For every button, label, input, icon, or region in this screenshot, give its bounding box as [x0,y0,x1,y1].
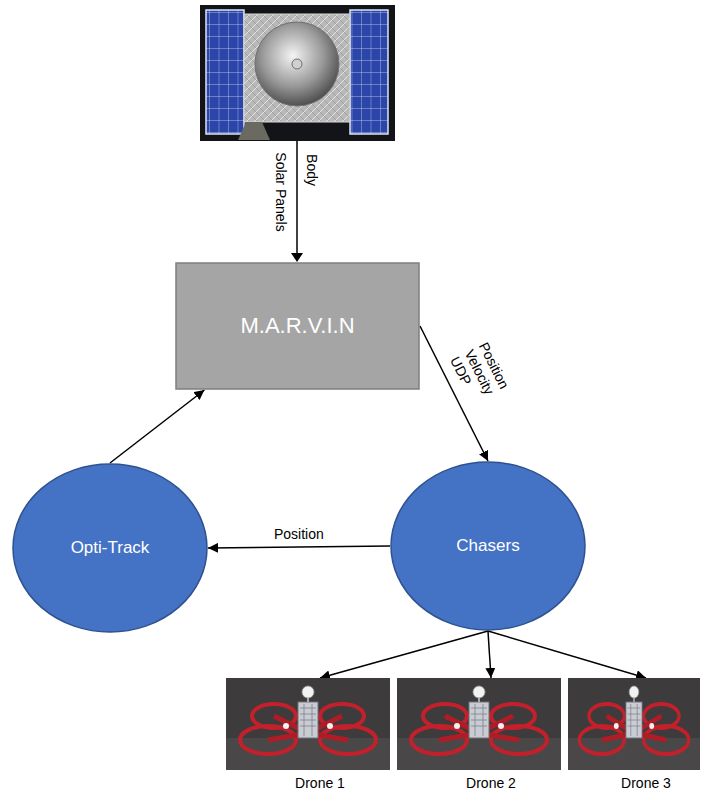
drone-photo: Drone 3 [568,678,715,792]
drone-picture [568,678,700,770]
edge-label: Position [272,525,326,543]
node-label: M.A.R.V.I.N [240,313,354,339]
process-box: M.A.R.V.I.N [175,262,420,390]
drone-photo: Drone 1 [226,678,414,792]
edge-label: Position Velocity UDP [445,337,520,420]
arrow-label: Body [304,153,320,187]
photo-caption: Drone 3 [568,774,715,792]
flow-arrow [488,631,646,678]
system-ellipse: Chasers [390,461,586,631]
drone-picture [397,678,561,770]
node-label: Opti-Track [71,538,150,558]
drone-picture [226,678,390,770]
photo-caption: Drone 2 [397,774,585,792]
photo-caption: Drone 1 [226,774,414,792]
flow-arrow [320,631,488,678]
arrow-label: Solar Panels [273,151,289,232]
node-label: Chasers [456,536,519,556]
flow-arrow [488,631,491,678]
flow-arrow [208,546,390,548]
drone-photo: Drone 2 [397,678,585,792]
flow-arrow [110,390,204,463]
system-ellipse: Opti-Track [12,463,208,633]
